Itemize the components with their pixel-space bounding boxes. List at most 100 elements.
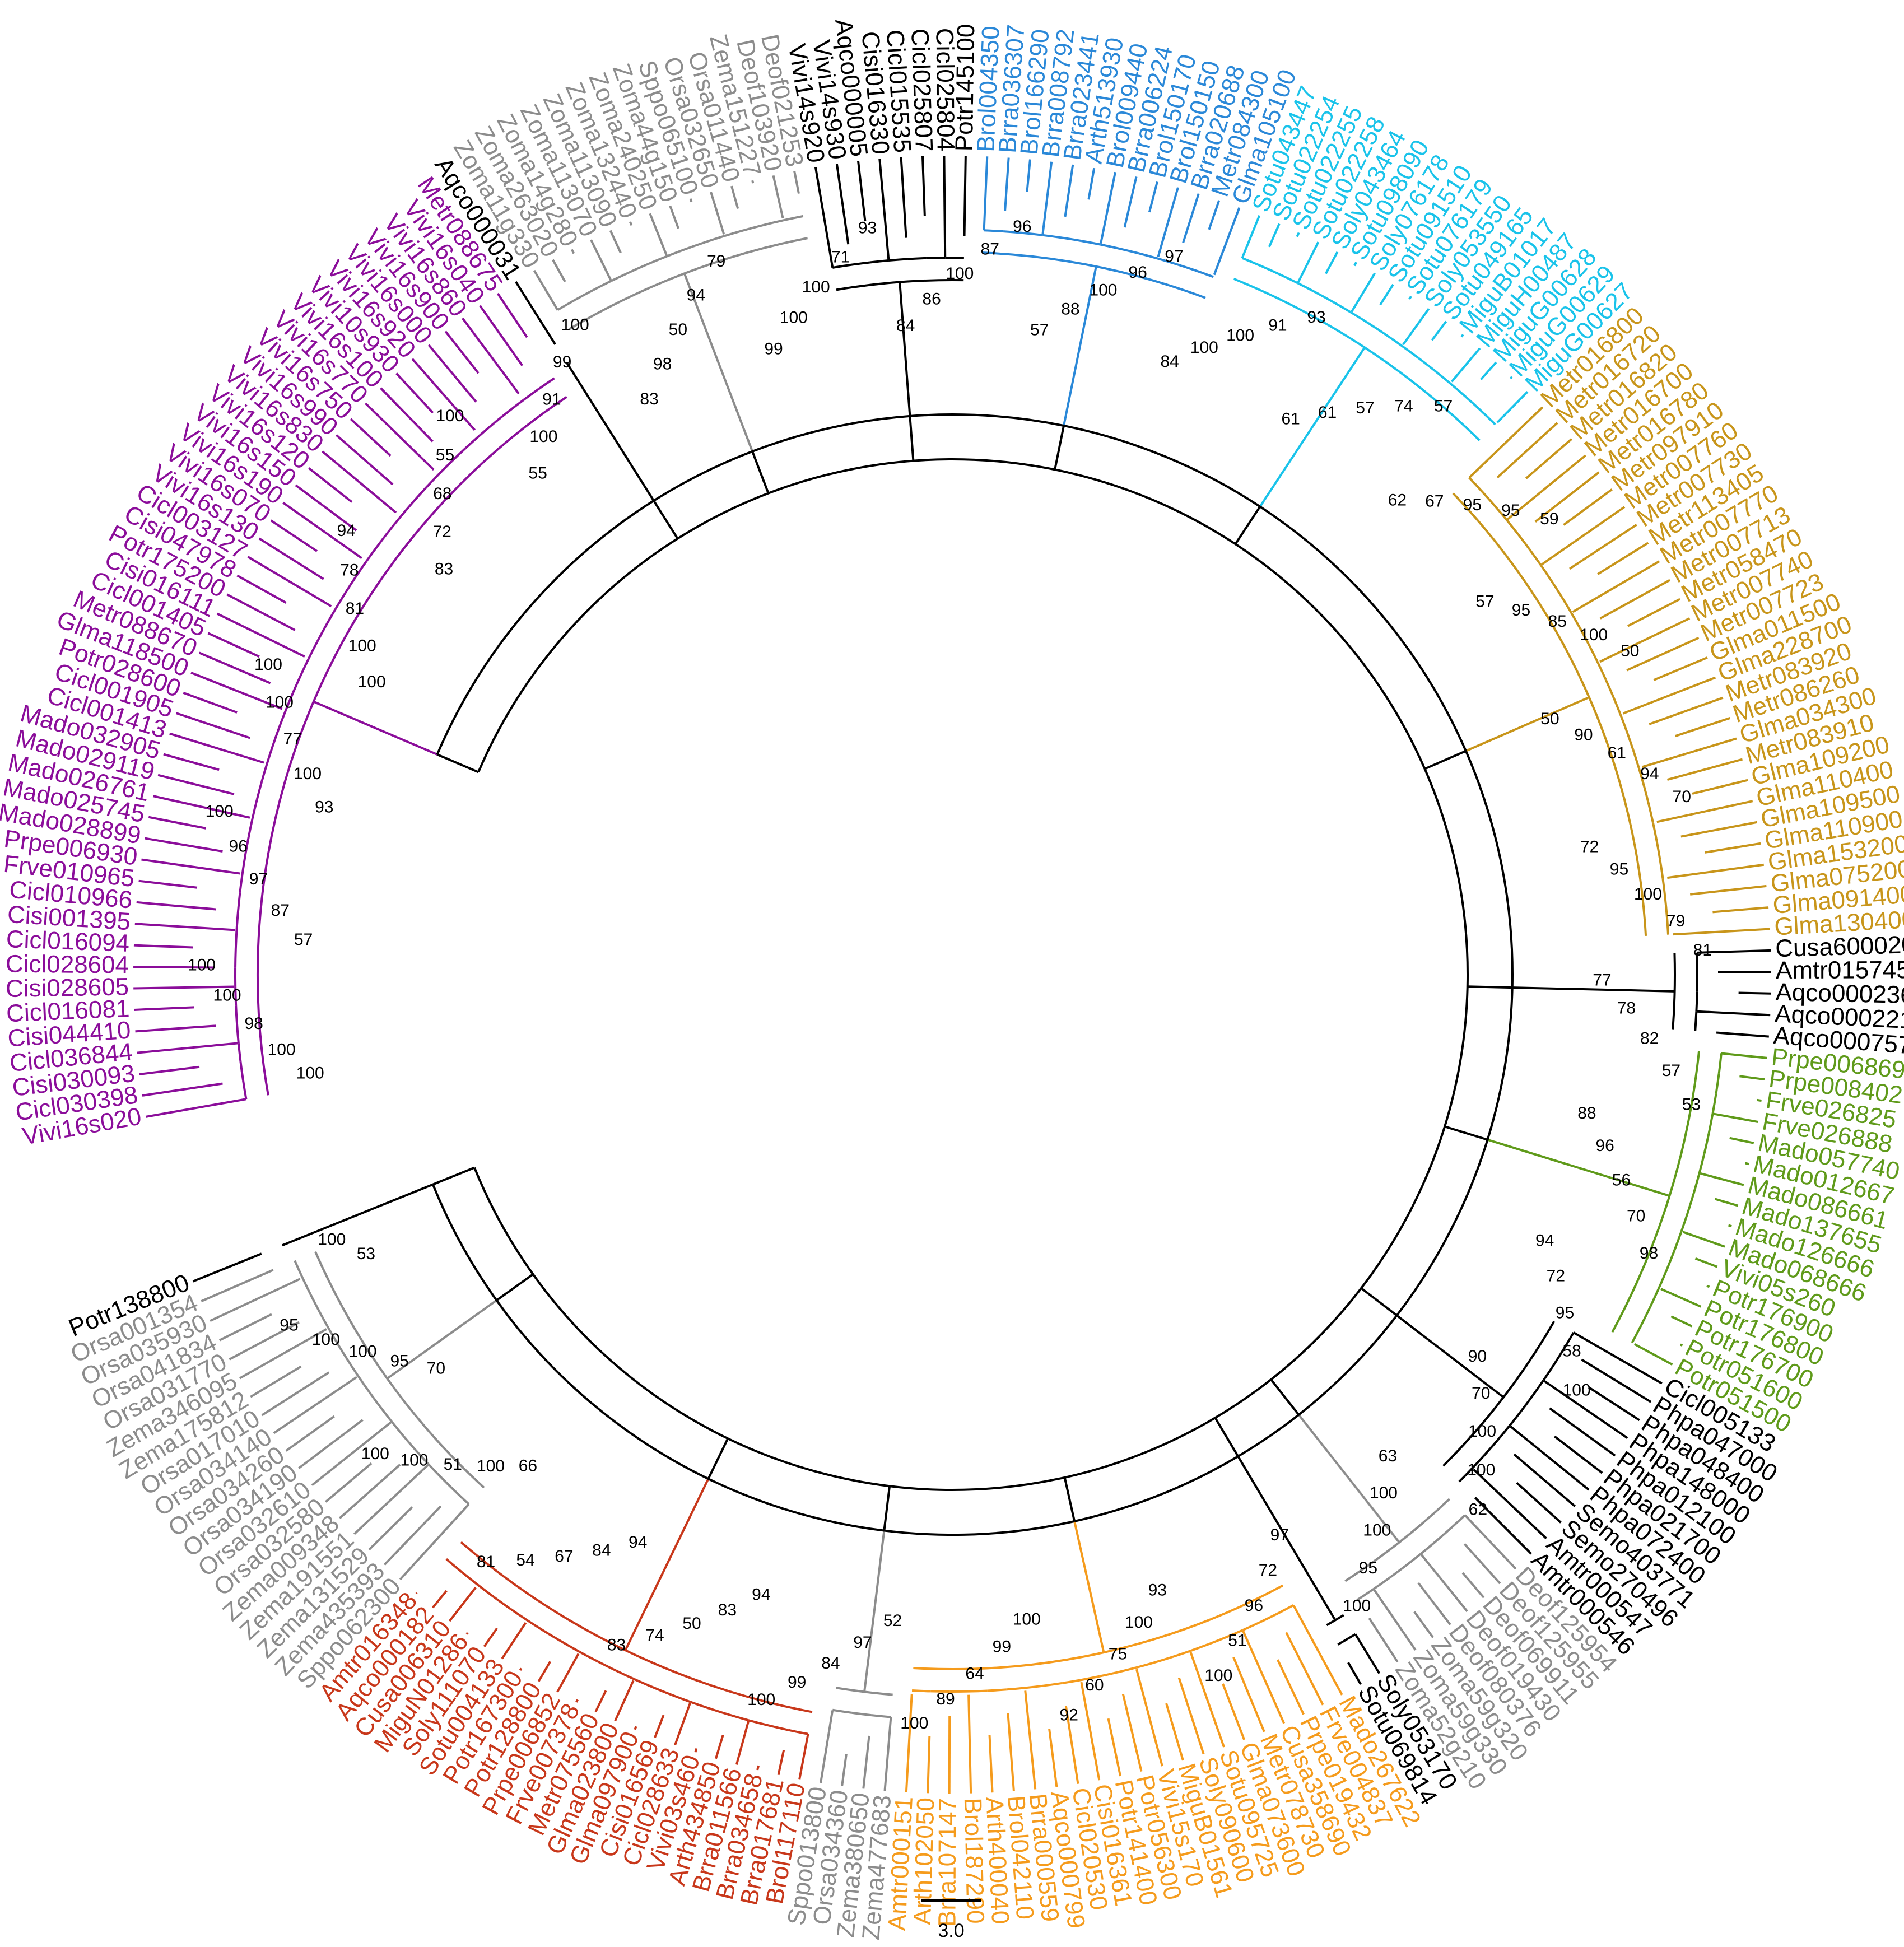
tip-branch bbox=[1649, 696, 1724, 725]
tip-branch bbox=[1461, 1572, 1485, 1599]
clade-subarc bbox=[1626, 732, 1635, 751]
bootstrap-value: 53 bbox=[1682, 1096, 1701, 1114]
tip-branch bbox=[1666, 758, 1743, 781]
clade-subarc bbox=[337, 1343, 349, 1361]
tip-branch bbox=[496, 292, 528, 338]
bootstrap-value: 98 bbox=[653, 355, 672, 374]
clade-subarc bbox=[344, 576, 357, 594]
bootstrap-value: 52 bbox=[883, 1611, 902, 1630]
tip-branch bbox=[710, 192, 725, 235]
tip-branch bbox=[226, 593, 296, 631]
tip-branch bbox=[1100, 171, 1116, 244]
backbone-link bbox=[432, 1166, 475, 1186]
clade-subarc bbox=[1673, 1231, 1683, 1251]
bootstrap-value: 100 bbox=[1580, 626, 1608, 644]
tip-branch bbox=[1670, 1315, 1693, 1328]
bootstrap-value: 100 bbox=[1125, 1613, 1153, 1632]
tip-branch bbox=[258, 537, 324, 580]
tip-branch bbox=[1541, 506, 1626, 566]
tip-branch bbox=[835, 164, 850, 245]
tip-branch bbox=[1673, 928, 1770, 936]
bootstrap-value: 84 bbox=[896, 316, 915, 335]
tip-branch bbox=[1048, 1729, 1058, 1787]
clade-subarc bbox=[1687, 1192, 1695, 1213]
tip-branch bbox=[570, 249, 575, 254]
tip-branch bbox=[594, 1690, 607, 1712]
clade-subarc bbox=[724, 229, 744, 237]
clade-subarc bbox=[1225, 1629, 1244, 1639]
tip-branch bbox=[756, 1765, 760, 1771]
bootstrap-value: 100 bbox=[1634, 885, 1662, 903]
clade-subarc bbox=[1062, 1679, 1082, 1684]
clade-subarc bbox=[648, 255, 668, 266]
tip-branch bbox=[1157, 187, 1179, 258]
tip-branch bbox=[1417, 1582, 1451, 1625]
clade-subarc bbox=[403, 1435, 417, 1451]
clade-subarc bbox=[1062, 236, 1082, 243]
clade-subarc bbox=[1242, 1621, 1260, 1632]
tip-branch bbox=[383, 1505, 442, 1566]
clade-subarc bbox=[235, 911, 239, 930]
tip-branch bbox=[669, 205, 679, 229]
backbone-link bbox=[1063, 1477, 1076, 1522]
clade-subarc bbox=[299, 658, 310, 676]
bootstrap-value: 57 bbox=[294, 930, 313, 949]
bootstrap-value: 93 bbox=[315, 798, 333, 816]
clade-subarc bbox=[1471, 1454, 1486, 1469]
tip-branch bbox=[1480, 361, 1497, 380]
tip-branch bbox=[1506, 454, 1586, 521]
tip-branch bbox=[1353, 262, 1357, 267]
tip-branch bbox=[1351, 272, 1376, 313]
tip-branch bbox=[353, 1464, 429, 1535]
clade-subarc bbox=[347, 1359, 360, 1377]
clade-subarc bbox=[1695, 991, 1698, 1012]
bootstrap-value: 84 bbox=[821, 1654, 840, 1673]
bootstrap-value: 100 bbox=[477, 1457, 505, 1475]
clade-subarc bbox=[523, 388, 539, 401]
backbone-link bbox=[1360, 1287, 1398, 1317]
bootstrap-value: 81 bbox=[1693, 941, 1712, 959]
bootstrap-value: 94 bbox=[1640, 765, 1659, 783]
clade-subarc bbox=[968, 1689, 988, 1693]
clade-subarc bbox=[1631, 1324, 1643, 1344]
clade-subarc bbox=[1647, 804, 1654, 823]
clade-subarc bbox=[1042, 234, 1063, 239]
tip-branch bbox=[1080, 1682, 1101, 1781]
bootstrap-value: 100 bbox=[1190, 338, 1218, 357]
tip-branch bbox=[1277, 1659, 1305, 1715]
bootstrap-value: 92 bbox=[1060, 1706, 1078, 1725]
tip-branch bbox=[1402, 308, 1430, 346]
tip-branch bbox=[983, 156, 989, 231]
clade-subarc bbox=[1693, 1172, 1701, 1193]
tip-branch bbox=[921, 156, 926, 216]
bootstrap-value: 100 bbox=[349, 1342, 377, 1361]
tip-branch bbox=[948, 1715, 951, 1794]
tip-branch bbox=[229, 1321, 300, 1361]
clade-subarc bbox=[318, 1311, 330, 1329]
tip-branch bbox=[1451, 347, 1481, 383]
bootstrap-value: 83 bbox=[718, 1601, 737, 1619]
clade-subarc bbox=[1449, 382, 1467, 398]
backbone-arc bbox=[653, 450, 753, 502]
tip-branch bbox=[798, 1734, 809, 1780]
bootstrap-value: 57 bbox=[1356, 399, 1374, 417]
bootstrap-value: 57 bbox=[1662, 1061, 1680, 1080]
clade-subarc bbox=[441, 1477, 456, 1492]
backbone-link bbox=[436, 753, 479, 774]
tip-branch bbox=[1692, 779, 1748, 795]
clade-stem bbox=[313, 700, 438, 756]
clade-subarc bbox=[1550, 580, 1563, 598]
tip-branch bbox=[1706, 1284, 1710, 1288]
clade-subarc bbox=[1315, 291, 1334, 304]
bootstrap-value: 63 bbox=[1379, 1447, 1397, 1465]
clade-subarc bbox=[1496, 1425, 1511, 1441]
tip-branch bbox=[1674, 717, 1731, 738]
tip-branch bbox=[218, 1313, 272, 1342]
backbone-link bbox=[1424, 749, 1467, 770]
tip-branch bbox=[325, 1462, 373, 1503]
bootstrap-value: 100 bbox=[436, 407, 464, 425]
tip-branch bbox=[1667, 863, 1765, 879]
tip-branch bbox=[152, 795, 250, 819]
bootstrap-value: 100 bbox=[358, 673, 386, 691]
clade-subarc bbox=[357, 1375, 370, 1392]
